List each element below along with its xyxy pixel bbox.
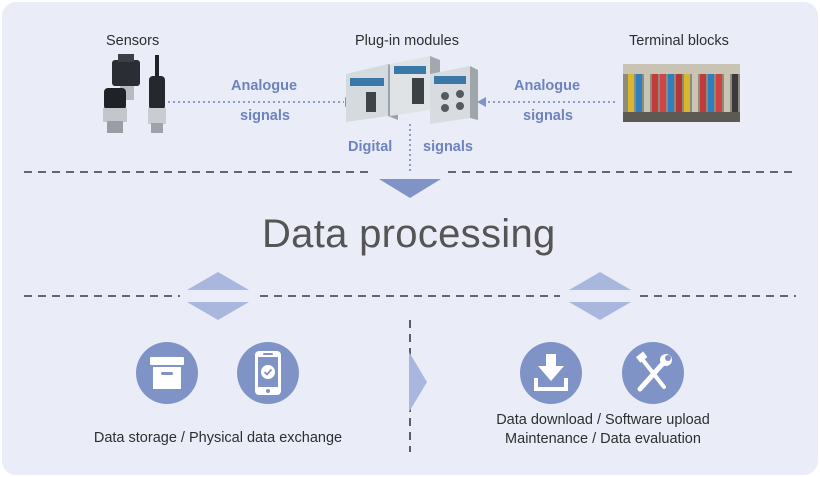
download-icon <box>520 342 582 404</box>
terminal-blocks-label: Terminal blocks <box>629 33 729 49</box>
analogue-label-left: Analogue <box>231 78 298 94</box>
smartphone-check-icon <box>237 342 299 404</box>
signals-label-left: signals <box>240 108 290 124</box>
bidirectional-arrow-right-icon <box>569 272 631 320</box>
arrow-left-icon <box>477 97 486 107</box>
plugin-modules-label: Plug-in modules <box>355 33 459 49</box>
remote-caption-line1: Data download / Software upload <box>496 412 710 428</box>
sensors-image <box>103 54 166 133</box>
wrench-screwdriver-icon <box>622 342 684 404</box>
sensors-label: Sensors <box>106 33 160 49</box>
digital-label: Digital <box>348 139 393 155</box>
terminal-blocks-image <box>623 64 740 122</box>
analogue-label-right: Analogue <box>514 78 581 94</box>
remote-caption-line2: Maintenance / Data evaluation <box>505 431 701 447</box>
chevron-right-icon <box>409 352 427 412</box>
signals-label-digital: signals <box>423 139 473 155</box>
storage-caption: Data storage / Physical data exchange <box>93 430 343 446</box>
arrow-down-icon <box>379 179 441 198</box>
page-title: Data processing <box>262 212 556 256</box>
bidirectional-arrow-left-icon <box>187 272 249 320</box>
plugin-modules-image <box>346 56 478 124</box>
archive-box-icon <box>136 342 198 404</box>
signals-label-right: signals <box>523 108 573 124</box>
